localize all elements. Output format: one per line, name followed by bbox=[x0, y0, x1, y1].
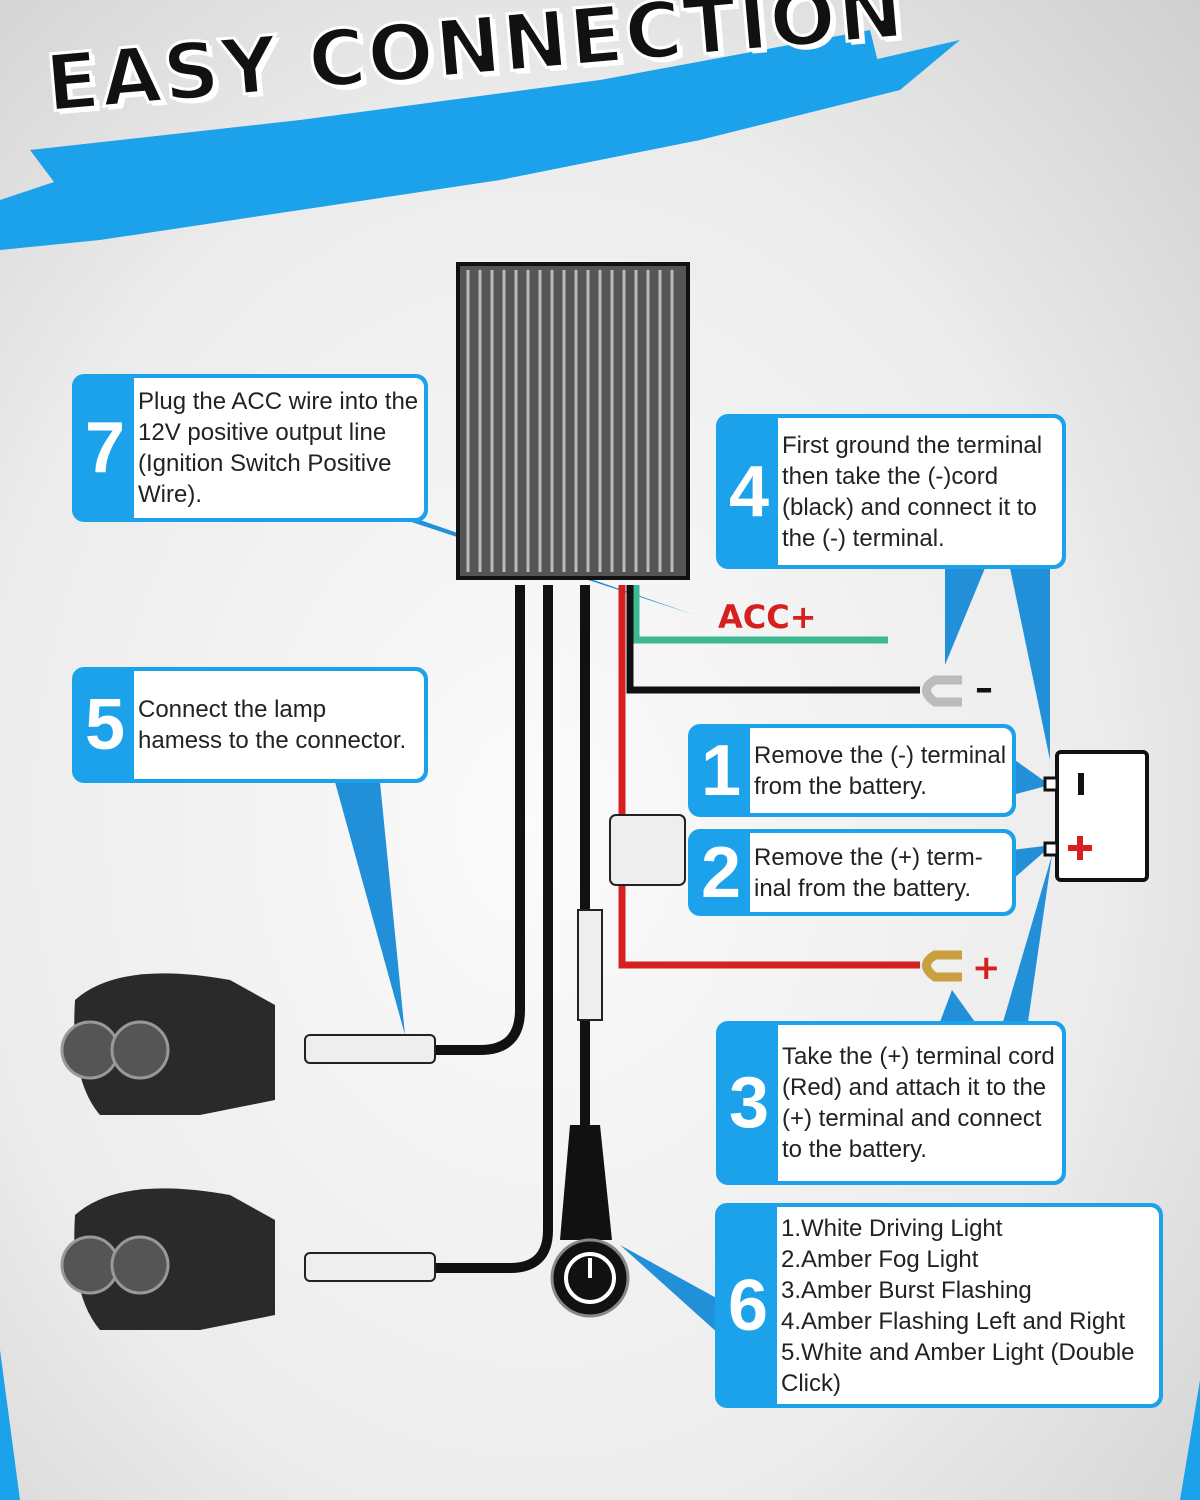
step-text: Wire). bbox=[138, 481, 202, 508]
acc-label: ACC+ bbox=[718, 598, 817, 636]
negative-sign: – bbox=[975, 668, 993, 709]
battery bbox=[1043, 750, 1149, 882]
step-number: 5 bbox=[84, 685, 126, 765]
acc-plus: + bbox=[789, 598, 817, 636]
step-4: 4 First ground the terminal then take the… bbox=[716, 414, 1066, 569]
step-text: from the battery. bbox=[754, 772, 927, 800]
acc-text: ACC bbox=[718, 598, 790, 636]
step-text: 1.White Driving Light bbox=[781, 1214, 1003, 1242]
lamp-2 bbox=[60, 1188, 276, 1330]
step-text: 3.Amber Burst Flashing bbox=[781, 1276, 1032, 1304]
step-3: 3 Take the (+) terminal cord (Red) and at… bbox=[716, 1021, 1066, 1185]
wire-pos bbox=[618, 585, 920, 969]
pointer-5 bbox=[335, 782, 405, 1035]
step-number: 2 bbox=[700, 832, 742, 913]
wire-lamp1 bbox=[310, 585, 525, 1055]
step-text: then take the (-)cord bbox=[782, 462, 999, 490]
lamp-1 bbox=[60, 973, 276, 1115]
step-text: (Ignition Switch Positive bbox=[138, 450, 392, 477]
step-5: 5 Connect the lamp hamess to the connecto… bbox=[72, 667, 428, 783]
step-text: (Red) and attach it to the bbox=[782, 1074, 1047, 1101]
pointer-3b bbox=[940, 990, 975, 1022]
fuse-holder bbox=[609, 814, 686, 886]
step-text: 5.White and Amber Light (Double bbox=[781, 1338, 1135, 1366]
step-text: Plug the ACC wire into the bbox=[138, 388, 419, 415]
step-number: 3 bbox=[728, 1063, 770, 1143]
pointer-4a bbox=[945, 568, 985, 665]
step-2: 2 Remove the (+) term-inal from the batt… bbox=[688, 829, 1016, 916]
step-text: 4.Amber Flashing Left and Right bbox=[781, 1307, 1126, 1335]
step-text: (+) terminal and connect bbox=[782, 1105, 1042, 1132]
ring-terminal-pos bbox=[922, 950, 962, 982]
step-number: 7 bbox=[84, 408, 126, 488]
pointer-1 bbox=[1012, 758, 1050, 795]
step-text: 12V positive output line bbox=[138, 419, 387, 446]
step-7: 7 Plug the ACC wire into the 12V positive… bbox=[72, 374, 428, 522]
wire-acc bbox=[632, 585, 888, 644]
pointer-4b bbox=[1010, 568, 1050, 760]
step-number: 6 bbox=[727, 1265, 769, 1346]
step-text: inal from the battery. bbox=[754, 874, 971, 902]
title-banner bbox=[0, 40, 960, 250]
step-1: 1 Remove the (-) terminal from the batter… bbox=[688, 724, 1016, 817]
step-text: Remove the (-) terminal bbox=[754, 741, 1007, 769]
step-number: 1 bbox=[700, 730, 742, 811]
pointer-2 bbox=[1012, 845, 1052, 880]
step-number: 4 bbox=[728, 451, 770, 532]
positive-sign: + bbox=[972, 948, 1001, 988]
step-text: the (-) terminal. bbox=[782, 524, 945, 552]
step-6: 6 1.White Driving Light 2.Amber Fog Light… bbox=[715, 1203, 1163, 1408]
ring-terminal-neg bbox=[922, 675, 962, 707]
step-text: to the battery. bbox=[782, 1136, 927, 1163]
step-text: Remove the (+) term- bbox=[754, 843, 983, 871]
pointer-6 bbox=[620, 1245, 720, 1335]
step-text: (black) and connect it to bbox=[782, 493, 1037, 521]
step-text: Click) bbox=[781, 1369, 841, 1397]
pointer-3a bbox=[1003, 855, 1052, 1022]
step-text: Take the (+) terminal cord bbox=[782, 1043, 1055, 1070]
wire-lamp2 bbox=[310, 585, 553, 1273]
controller-box bbox=[456, 262, 690, 580]
wire-neg bbox=[626, 585, 920, 694]
step-text: Connect the lamp bbox=[138, 696, 327, 723]
step-text: hamess to the connector. bbox=[138, 727, 407, 754]
step-text: First ground the terminal bbox=[782, 431, 1043, 459]
step-text: 2.Amber Fog Light bbox=[781, 1245, 979, 1273]
